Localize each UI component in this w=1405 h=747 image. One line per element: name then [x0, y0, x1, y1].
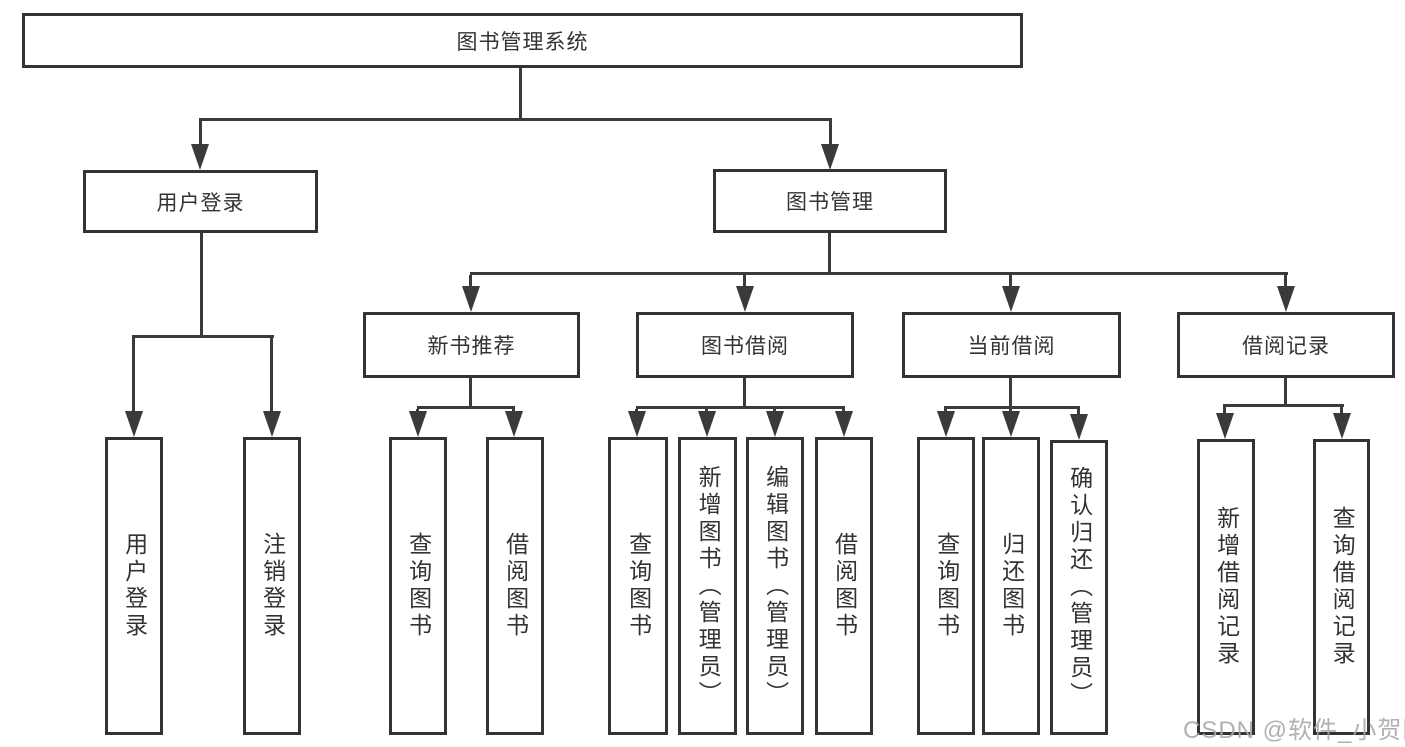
- leaf-logout-login: 注销登录: [243, 437, 301, 735]
- leaf-label: 查询借阅记录: [1329, 506, 1356, 668]
- connector-line: [1009, 378, 1012, 409]
- node-book-management: 图书管理: [713, 169, 947, 233]
- connector-line: [743, 275, 746, 289]
- connector-line: [470, 272, 1288, 275]
- connector-line: [1077, 409, 1080, 416]
- leaf-label: 新增借阅记录: [1213, 506, 1240, 668]
- leaf-label: 借阅图书: [502, 532, 529, 640]
- csdn-watermark: CSDN @软件_小贺同学: [1183, 717, 1405, 744]
- connector-line: [519, 68, 522, 121]
- leaf-return-books: 归还图书: [982, 437, 1040, 735]
- connector-line: [1284, 378, 1287, 407]
- arrowhead-down-icon: [835, 411, 853, 437]
- node-label: 新书推荐: [427, 335, 516, 358]
- arrowhead-down-icon: [505, 411, 523, 437]
- arrowhead-down-icon: [263, 411, 281, 437]
- connector-line: [1340, 407, 1343, 415]
- connector-line: [1009, 275, 1012, 289]
- node-label: 图书管理系统: [456, 30, 589, 54]
- leaf-query-books-current: 查询图书: [917, 437, 975, 735]
- leaf-label: 归还图书: [998, 532, 1025, 640]
- connector-line: [132, 338, 135, 413]
- arrowhead-down-icon: [736, 286, 754, 312]
- leaf-borrow-books-recommend: 借阅图书: [486, 437, 544, 735]
- connector-line: [469, 275, 472, 289]
- connector-line: [1223, 407, 1226, 415]
- leaf-add-borrow-record: 新增借阅记录: [1197, 439, 1255, 735]
- arrowhead-down-icon: [1333, 413, 1351, 439]
- connector-line: [828, 233, 831, 275]
- leaf-label: 新增图书（管理员）: [695, 464, 722, 708]
- arrowhead-down-icon: [937, 411, 955, 437]
- connector-line: [270, 338, 273, 413]
- arrowhead-down-icon: [1216, 413, 1234, 439]
- arrowhead-down-icon: [1277, 286, 1295, 312]
- arrowhead-down-icon: [1002, 411, 1020, 437]
- leaf-query-borrow-record: 查询借阅记录: [1313, 439, 1370, 735]
- arrowhead-down-icon: [698, 411, 716, 437]
- leaf-edit-book-admin: 编辑图书（管理员）: [746, 437, 804, 735]
- connector-line: [199, 121, 202, 148]
- node-new-book-recommendation: 新书推荐: [363, 312, 580, 378]
- leaf-label: 确认归还（管理员）: [1066, 466, 1093, 709]
- connector-line: [199, 118, 832, 121]
- node-label: 当前借阅: [967, 335, 1056, 358]
- node-label: 图书借阅: [701, 335, 789, 358]
- leaf-label: 借阅图书: [831, 532, 858, 640]
- connector-line: [829, 121, 832, 148]
- connector-line: [200, 233, 203, 338]
- connector-line: [636, 406, 845, 409]
- node-user-login: 用户登录: [83, 170, 318, 233]
- arrowhead-down-icon: [766, 411, 784, 437]
- leaf-query-books-recommend: 查询图书: [389, 437, 447, 735]
- node-label: 用户登录: [156, 191, 245, 215]
- leaf-borrow-books-borrowing: 借阅图书: [815, 437, 873, 735]
- connector-line: [469, 378, 472, 409]
- leaf-label: 用户登录: [121, 532, 148, 640]
- arrowhead-down-icon: [821, 144, 839, 170]
- leaf-confirm-return-admin: 确认归还（管理员）: [1050, 440, 1108, 735]
- leaf-add-book-admin: 新增图书（管理员）: [678, 437, 737, 735]
- leaf-label: 编辑图书（管理员）: [762, 464, 789, 708]
- node-label: 图书管理: [786, 191, 874, 214]
- leaf-label: 查询图书: [933, 532, 960, 640]
- node-library-management-system: 图书管理系统: [22, 13, 1023, 68]
- connector-line: [944, 406, 1080, 409]
- connector-line: [417, 406, 515, 409]
- leaf-label: 查询图书: [625, 532, 652, 640]
- arrowhead-down-icon: [191, 144, 209, 170]
- leaf-label: 注销登录: [259, 532, 286, 640]
- node-label: 借阅记录: [1242, 335, 1330, 358]
- arrowhead-down-icon: [125, 411, 143, 437]
- leaf-label: 查询图书: [405, 532, 432, 640]
- node-borrowing-records: 借阅记录: [1177, 312, 1395, 378]
- connector-line: [743, 378, 746, 409]
- connector-line: [1223, 404, 1344, 407]
- arrowhead-down-icon: [628, 411, 646, 437]
- arrowhead-down-icon: [1070, 414, 1088, 440]
- connector-line: [1284, 275, 1287, 289]
- node-current-borrowing: 当前借阅: [902, 312, 1121, 378]
- arrowhead-down-icon: [1002, 286, 1020, 312]
- leaf-user-login: 用户登录: [105, 437, 163, 735]
- node-book-borrowing: 图书借阅: [636, 312, 854, 378]
- connector-line: [132, 335, 274, 338]
- arrowhead-down-icon: [409, 411, 427, 437]
- leaf-query-books-borrowing: 查询图书: [608, 437, 668, 735]
- arrowhead-down-icon: [462, 286, 480, 312]
